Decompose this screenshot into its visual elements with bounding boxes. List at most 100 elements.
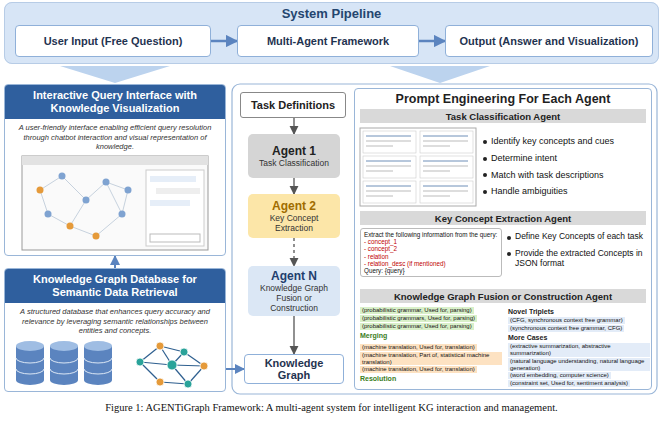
- line-shape: [423, 146, 450, 147]
- connector-arrow: [114, 256, 116, 268]
- ellipse-shape: [16, 341, 44, 351]
- process-box: Task Definitions: [240, 92, 346, 118]
- connector-arrow: [293, 118, 294, 134]
- node-heading: User Input (Free Question): [44, 35, 183, 47]
- circle-shape: [180, 348, 188, 356]
- line-shape: [423, 136, 468, 137]
- line-shape: [423, 166, 468, 167]
- prompt-screenshot: [360, 128, 476, 206]
- circle-shape: [184, 380, 192, 388]
- rect-shape: [50, 346, 78, 380]
- connector-arrow: [211, 40, 237, 43]
- rect-shape: [156, 188, 200, 194]
- rect-shape: [420, 156, 473, 178]
- node-heading: System Pipeline: [5, 6, 658, 21]
- line-shape: [423, 196, 450, 197]
- node-heading: Interactive Query Interface with Knowled…: [5, 85, 225, 119]
- process-box: User Input (Free Question): [15, 25, 211, 57]
- triplet-text: (probabilistic grammar, Used for, parsin…: [360, 323, 474, 330]
- rect-shape: [16, 346, 44, 380]
- triplet-text: (constraint set, Used for, sentiment ana…: [508, 380, 630, 387]
- triplet-text: (probabilistic grammar, Used for, parsin…: [360, 307, 474, 314]
- network-icon: [136, 342, 208, 388]
- node-heading: Prompt Engineering For Each Agent: [355, 92, 651, 106]
- connector-arrow: [419, 40, 445, 43]
- figure-caption: Figure 1: AGENTiGraph Framework: A multi…: [0, 402, 663, 413]
- line-shape: [40, 190, 48, 214]
- framework-panel: [232, 84, 657, 394]
- triplet-text: (machine translation, Used for, translat…: [360, 366, 477, 373]
- connector-arrow: [293, 238, 294, 266]
- node-heading: Task Definitions: [251, 99, 335, 111]
- node-heading: Key Concept Extraction Agent: [435, 213, 571, 224]
- line-shape: [86, 182, 106, 200]
- circle-shape: [156, 342, 164, 350]
- triplet-text: (synchronous context free grammar, CFG): [508, 325, 624, 332]
- line-shape: [366, 186, 411, 187]
- line-shape: [366, 146, 393, 147]
- section-note: Novel Triplets: [508, 308, 554, 316]
- database-icons: [16, 341, 112, 385]
- interface-screenshot: [22, 156, 208, 250]
- graph-preview: [37, 173, 132, 240]
- line-shape: [62, 176, 86, 200]
- agent-box: Agent 2Key Concept Extraction: [248, 194, 340, 238]
- rect-shape: [22, 156, 208, 165]
- process-box: Output (Answer and Visualization): [445, 25, 653, 57]
- line-shape: [423, 141, 468, 142]
- triplet-text: (word embedding, computer science): [508, 372, 611, 379]
- rect-shape: [363, 156, 416, 178]
- label-group: Define Key Concepts of each taskProvide …: [506, 232, 650, 268]
- feature-panel: Interactive Query Interface with Knowled…: [4, 84, 226, 256]
- section-header: Key Concept Extraction Agent: [360, 211, 646, 225]
- rect-shape: [420, 131, 473, 153]
- node-text: A structured database that enhances quer…: [5, 303, 225, 339]
- feature-panel: Knowledge Graph Database for Semantic Da…: [4, 268, 226, 392]
- line-shape: [366, 161, 411, 162]
- circle-shape: [136, 358, 144, 366]
- node-text: Key Concept Extraction: [252, 213, 336, 233]
- group-label: Resolution: [360, 375, 396, 383]
- process-box: Multi-Agent Framework: [237, 25, 419, 57]
- label-group: Novel Triplets(CFG, synchronous context …: [508, 307, 650, 387]
- line-shape: [423, 186, 468, 187]
- circle-shape: [156, 378, 164, 386]
- rect-shape: [150, 176, 196, 182]
- circle-shape: [83, 197, 90, 204]
- agent-box: Agent NKnowledge Graph Fusion or Constru…: [248, 266, 340, 316]
- line-shape: [70, 200, 86, 226]
- circle-shape: [67, 223, 74, 230]
- node-text: A user-friendly interface enabling effic…: [5, 119, 225, 155]
- line-shape: [423, 191, 468, 192]
- node-heading: Agent N: [271, 269, 317, 283]
- label-group: Extract the following information from t…: [360, 228, 502, 277]
- rect-shape: [363, 181, 416, 203]
- prompt-line: Extract the following information from t…: [364, 231, 498, 238]
- connector-arrow: [226, 368, 244, 370]
- prompt-line: Query: {query}: [364, 267, 498, 274]
- path-shape: [84, 358, 112, 374]
- node-heading: Knowledge Graph Fusion or Construction A…: [394, 291, 612, 302]
- ellipse-shape: [50, 375, 78, 385]
- prompt-line: - relation: [364, 253, 498, 260]
- circle-shape: [93, 233, 100, 240]
- connector-arrow: [293, 178, 294, 194]
- ellipse-shape: [16, 375, 44, 385]
- node-heading: Task Classification Agent: [446, 111, 561, 122]
- ellipse-shape: [50, 341, 78, 351]
- node-text: Knowledge Graph Fusion or Construction: [252, 283, 336, 313]
- section-header: Task Classification Agent: [360, 109, 646, 123]
- circle-shape: [37, 187, 44, 194]
- node-heading: Knowledge Graph: [247, 357, 341, 381]
- circle-shape: [125, 187, 132, 194]
- down-arrow: [60, 66, 170, 83]
- line-shape: [423, 161, 468, 162]
- bullet-text: Define Key Concepts of each task: [506, 232, 650, 242]
- rect-shape: [22, 156, 208, 250]
- prompt-line: - concept_1: [364, 238, 498, 245]
- line-shape: [122, 190, 128, 214]
- node-heading: Agent 1: [272, 144, 316, 158]
- label-group: Identify key concepts and cuesDetermine …: [482, 136, 648, 197]
- connector-arrow: [293, 316, 294, 354]
